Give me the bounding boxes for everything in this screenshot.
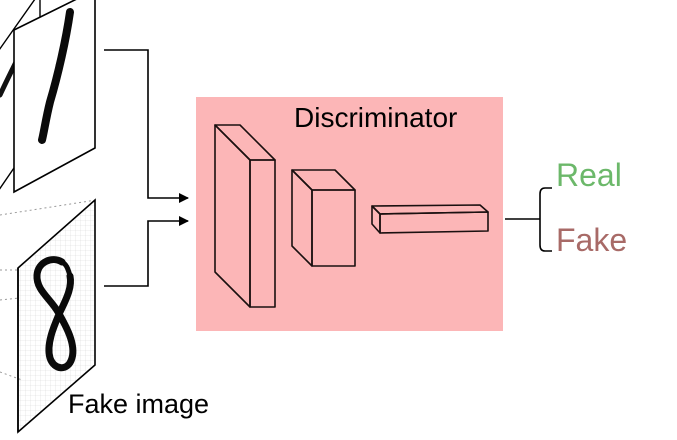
conv-layer-1 xyxy=(214,124,276,308)
dense-layer xyxy=(371,204,489,234)
conv-layer-2 xyxy=(291,169,356,267)
discriminator-box xyxy=(196,97,503,331)
fake-output-label: Fake xyxy=(556,222,627,258)
real-output-label: Real xyxy=(556,157,622,193)
real-input-arrow xyxy=(104,49,189,203)
handwritten-one-glyph xyxy=(38,8,74,144)
fake-image-stack xyxy=(0,198,97,434)
input-connectors xyxy=(104,49,189,287)
handwritten-eight-glyph xyxy=(33,256,77,372)
fake-image-caption: Fake image xyxy=(68,389,209,419)
output-bracket xyxy=(505,187,552,252)
network-layers xyxy=(214,124,489,308)
fake-input-arrow xyxy=(104,216,189,287)
discriminator-label: Discriminator xyxy=(294,102,457,133)
real-image-stack xyxy=(0,0,96,194)
